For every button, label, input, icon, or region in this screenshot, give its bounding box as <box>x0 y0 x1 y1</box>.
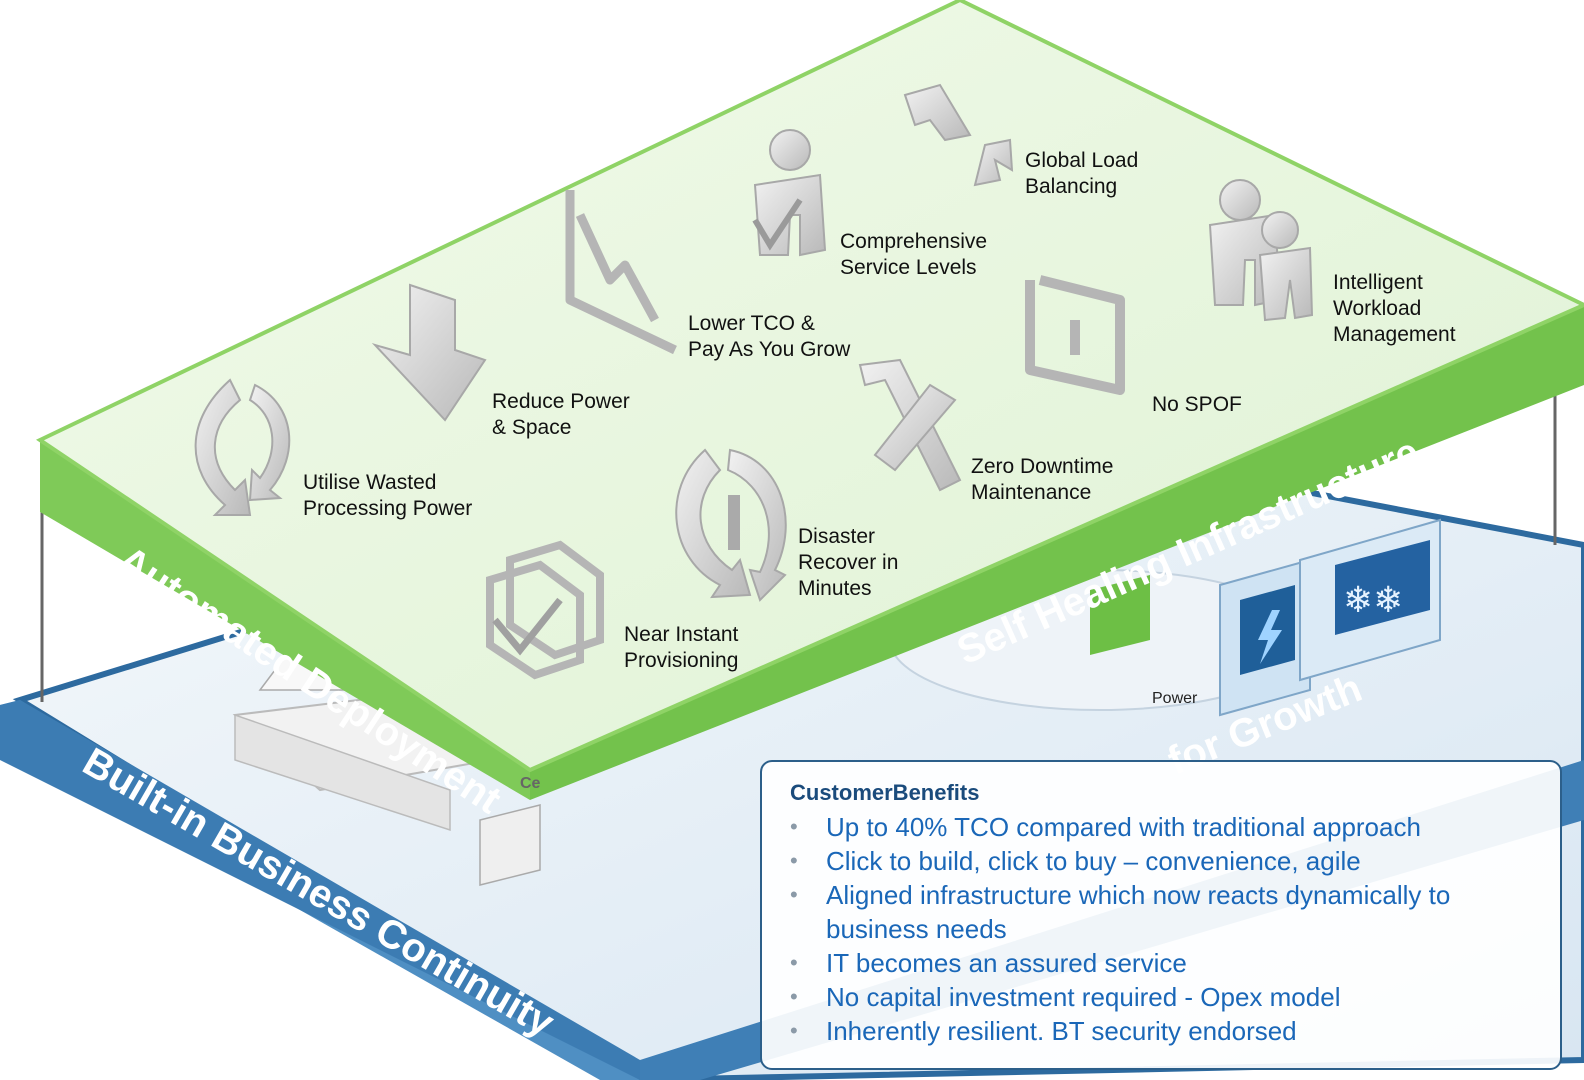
circular-arrows-icon <box>675 448 787 602</box>
benefit-item: IT becomes an assured service <box>790 946 1532 980</box>
stacked-windows-icon <box>486 540 604 680</box>
bottom-platform-left-face <box>0 700 640 1080</box>
label-load-balancing: Global Load Balancing <box>1025 149 1139 198</box>
label-lower-tco: Lower TCO & Pay As You Grow <box>688 312 851 361</box>
lower-equipment: ❄❄ <box>232 518 1441 886</box>
top-platform-surface <box>35 0 1584 773</box>
loop-arrows-icon <box>1025 275 1125 395</box>
people-icon <box>1208 179 1314 322</box>
cooling-cabinet: ❄❄ <box>1299 518 1441 682</box>
recycle-arrows-icon <box>194 378 291 516</box>
benefits-title: CustomerBenefits <box>790 780 980 805</box>
label-workload: Intelligent Workload Management <box>1333 271 1456 346</box>
benefit-item: Click to build, click to buy – convenien… <box>790 844 1532 878</box>
benefits-list: Up to 40% TCO compared with traditional … <box>790 810 1532 1048</box>
benefit-item: Aligned infrastructure which now reacts … <box>790 878 1532 946</box>
partial-label: Ce <box>520 775 541 792</box>
green-server <box>1090 575 1150 655</box>
power-cabinet <box>1219 558 1311 717</box>
label-reduce: Reduce Power & Space <box>492 390 630 439</box>
benefit-item: No capital investment required - Opex mo… <box>790 980 1532 1014</box>
top-platform-left-face <box>40 440 530 800</box>
person-check-icon <box>752 129 827 257</box>
down-arrow-icon <box>371 283 487 422</box>
support-poles <box>40 390 1557 702</box>
label-utilise: Utilise Wasted Processing Power <box>303 471 473 520</box>
label-no-spof: No SPOF <box>1152 393 1242 416</box>
label-provisioning: Near Instant Provisioning <box>624 623 739 672</box>
wrench-hammer-icon <box>858 358 962 492</box>
converging-arrows-icon <box>903 83 1014 187</box>
lightning-icon <box>1258 610 1282 664</box>
power-label: Power <box>1152 690 1198 707</box>
benefit-item: Inherently resilient. BT security endors… <box>790 1014 1532 1048</box>
top-platform <box>35 0 1584 800</box>
top-platform-right-face <box>530 305 1584 800</box>
benefit-item: Up to 40% TCO compared with traditional … <box>790 810 1532 844</box>
customer-benefits-panel: CustomerBenefits Up to 40% TCO compared … <box>760 760 1562 1070</box>
decline-chart-icon <box>565 190 677 355</box>
label-disaster: Disaster Recover in Minutes <box>798 525 899 600</box>
snowflake-icon: ❄❄ <box>1343 580 1403 621</box>
label-zero-downtime: Zero Downtime Maintenance <box>971 455 1114 504</box>
label-service-levels: Comprehensive Service Levels <box>840 230 988 279</box>
